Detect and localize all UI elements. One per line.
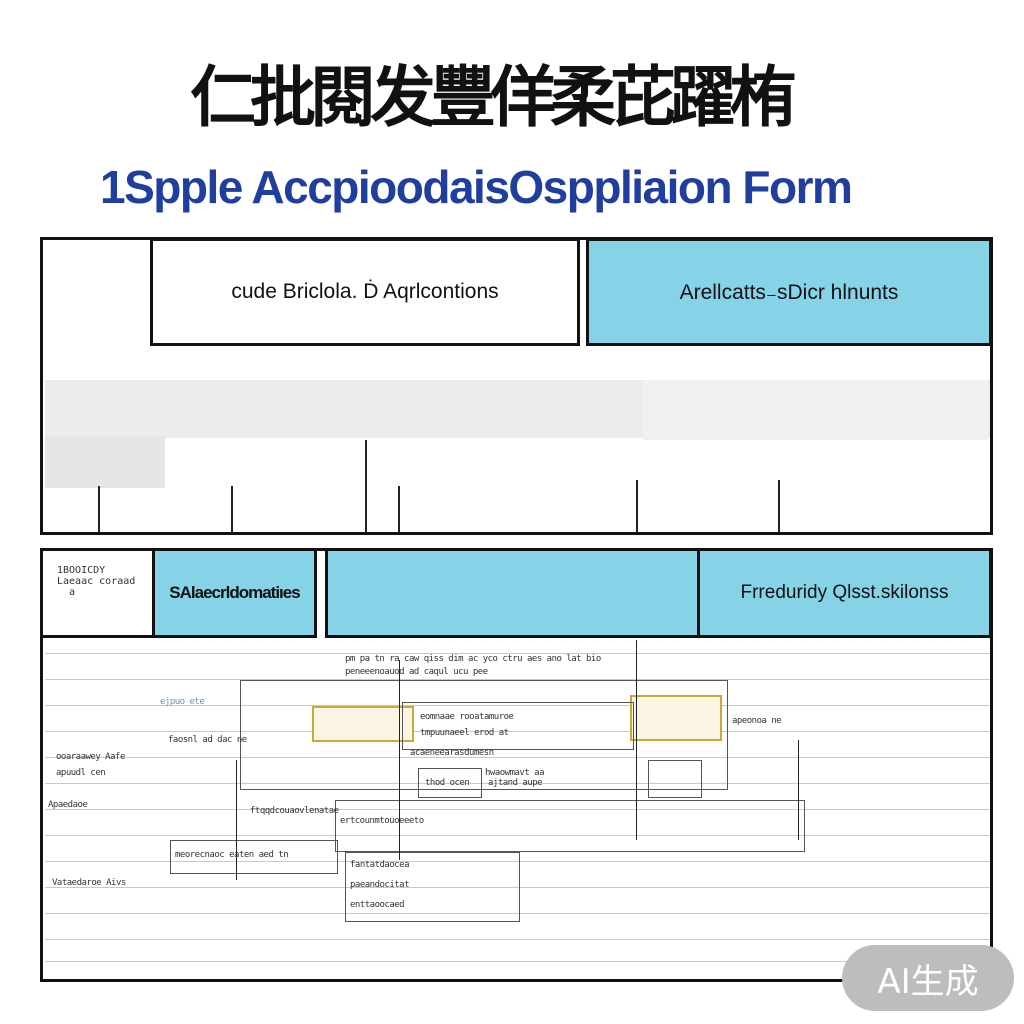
column-divider (778, 480, 780, 532)
form-text: paeandocitat (350, 880, 410, 890)
form-text: apeonoa ne (732, 716, 782, 726)
connector-line (236, 760, 237, 880)
page-title-cjk: 仁批閱发豐佯柔芘躍栯 (190, 59, 796, 136)
side-note-line: a (69, 587, 76, 598)
shaded-row (45, 436, 165, 488)
form-text: hwaowmavt aa (485, 768, 545, 778)
form-text: thod ocen (425, 778, 470, 788)
diagram-box (170, 840, 338, 874)
diagram-box (648, 760, 702, 798)
section-1-header-label-1: cude Briclola. Ḋ Aqrlcontions (231, 280, 499, 303)
form-rule (45, 887, 990, 888)
side-note-line: 1BOOICDY (57, 565, 106, 576)
section-2-header-label-3: Frreduridy Qlsst.skilonss (740, 582, 949, 603)
diagram-box (335, 800, 805, 852)
section-2-header-cell-3: Frreduridy Qlsst.skilonss (697, 548, 992, 638)
side-note-line: Laeaac coraad (57, 576, 136, 587)
highlight-box (312, 706, 414, 742)
column-divider (636, 480, 638, 532)
form-text: ejpuo ete (160, 697, 205, 707)
diagram-frame (240, 680, 728, 790)
connector-line (399, 660, 400, 860)
form-rule (45, 913, 990, 914)
form-rule (45, 731, 990, 732)
form-text: ertcounmtouoeeeto (340, 816, 424, 826)
form-rule (45, 705, 990, 706)
ai-generated-watermark: AI生成 (842, 945, 1014, 1011)
form-text: ftqqdcouaovlenatae (250, 806, 339, 816)
column-divider (98, 486, 100, 532)
connector-line (636, 640, 637, 840)
diagram-box (418, 768, 482, 798)
highlight-box (630, 695, 722, 741)
diagram-box (345, 852, 520, 922)
form-text: enttaoocaed (350, 900, 405, 910)
section-1-header-cell-1: cude Briclola. Ḋ Aqrlcontions (150, 238, 580, 346)
section-1-header-cell-2: Arellcatts₋sDicr hlnunts (586, 238, 992, 346)
diagram-box (402, 702, 634, 750)
section-2-header-cell-1: SAlaecrldomatiıes (152, 548, 317, 638)
form-text: peneeenoauod ad caqul ucu pee (345, 667, 488, 677)
page-title-english: 1Spple AccpioodaisOsppliaion Form (100, 161, 853, 213)
form-text: pm pa tn ra caw qiss dim ac yco ctru aes… (345, 654, 601, 664)
section-2-side-note: 1BOOICDY Laeaac coraad a (40, 548, 155, 638)
section-1-header-label-2: Arellcatts₋sDicr hlnunts (679, 280, 899, 304)
form-rule (45, 961, 990, 962)
form-rule (45, 835, 990, 836)
form-rule (45, 679, 990, 680)
form-text: acaeneearasdumesn (410, 748, 494, 758)
connector-line (798, 740, 799, 840)
side-note-text: 1BOOICDY Laeaac coraad a (57, 565, 135, 598)
form-text: fantatdaocea (350, 860, 410, 870)
form-rule (45, 809, 990, 810)
section-2-header-cell-2 (325, 548, 700, 638)
form-rule (45, 861, 990, 862)
form-text: Vataedaroe Aivs (52, 878, 126, 888)
form-text: ooaraawey Aafe (56, 752, 125, 762)
form-text: Apaedaoe (48, 800, 88, 810)
shaded-cell (643, 380, 988, 440)
form-rule (45, 939, 990, 940)
column-divider (398, 486, 400, 532)
form-text: faosnl ad dac ne (168, 735, 247, 745)
column-divider (365, 440, 367, 532)
section-2-header-label-1: SAlaecrldomatiıes (169, 583, 300, 602)
form-rule (45, 783, 990, 784)
column-divider (231, 486, 233, 532)
form-rule (45, 757, 990, 758)
form-text: ajtand aupe (488, 778, 543, 788)
form-text: tmpuunaeel erod at (420, 728, 509, 738)
form-rule (45, 653, 990, 654)
form-text: apuudl cen (56, 768, 106, 778)
form-text: meorecnaoc eaten aed tn (175, 850, 289, 860)
form-text: eomnaae rooatamuroe (420, 712, 514, 722)
